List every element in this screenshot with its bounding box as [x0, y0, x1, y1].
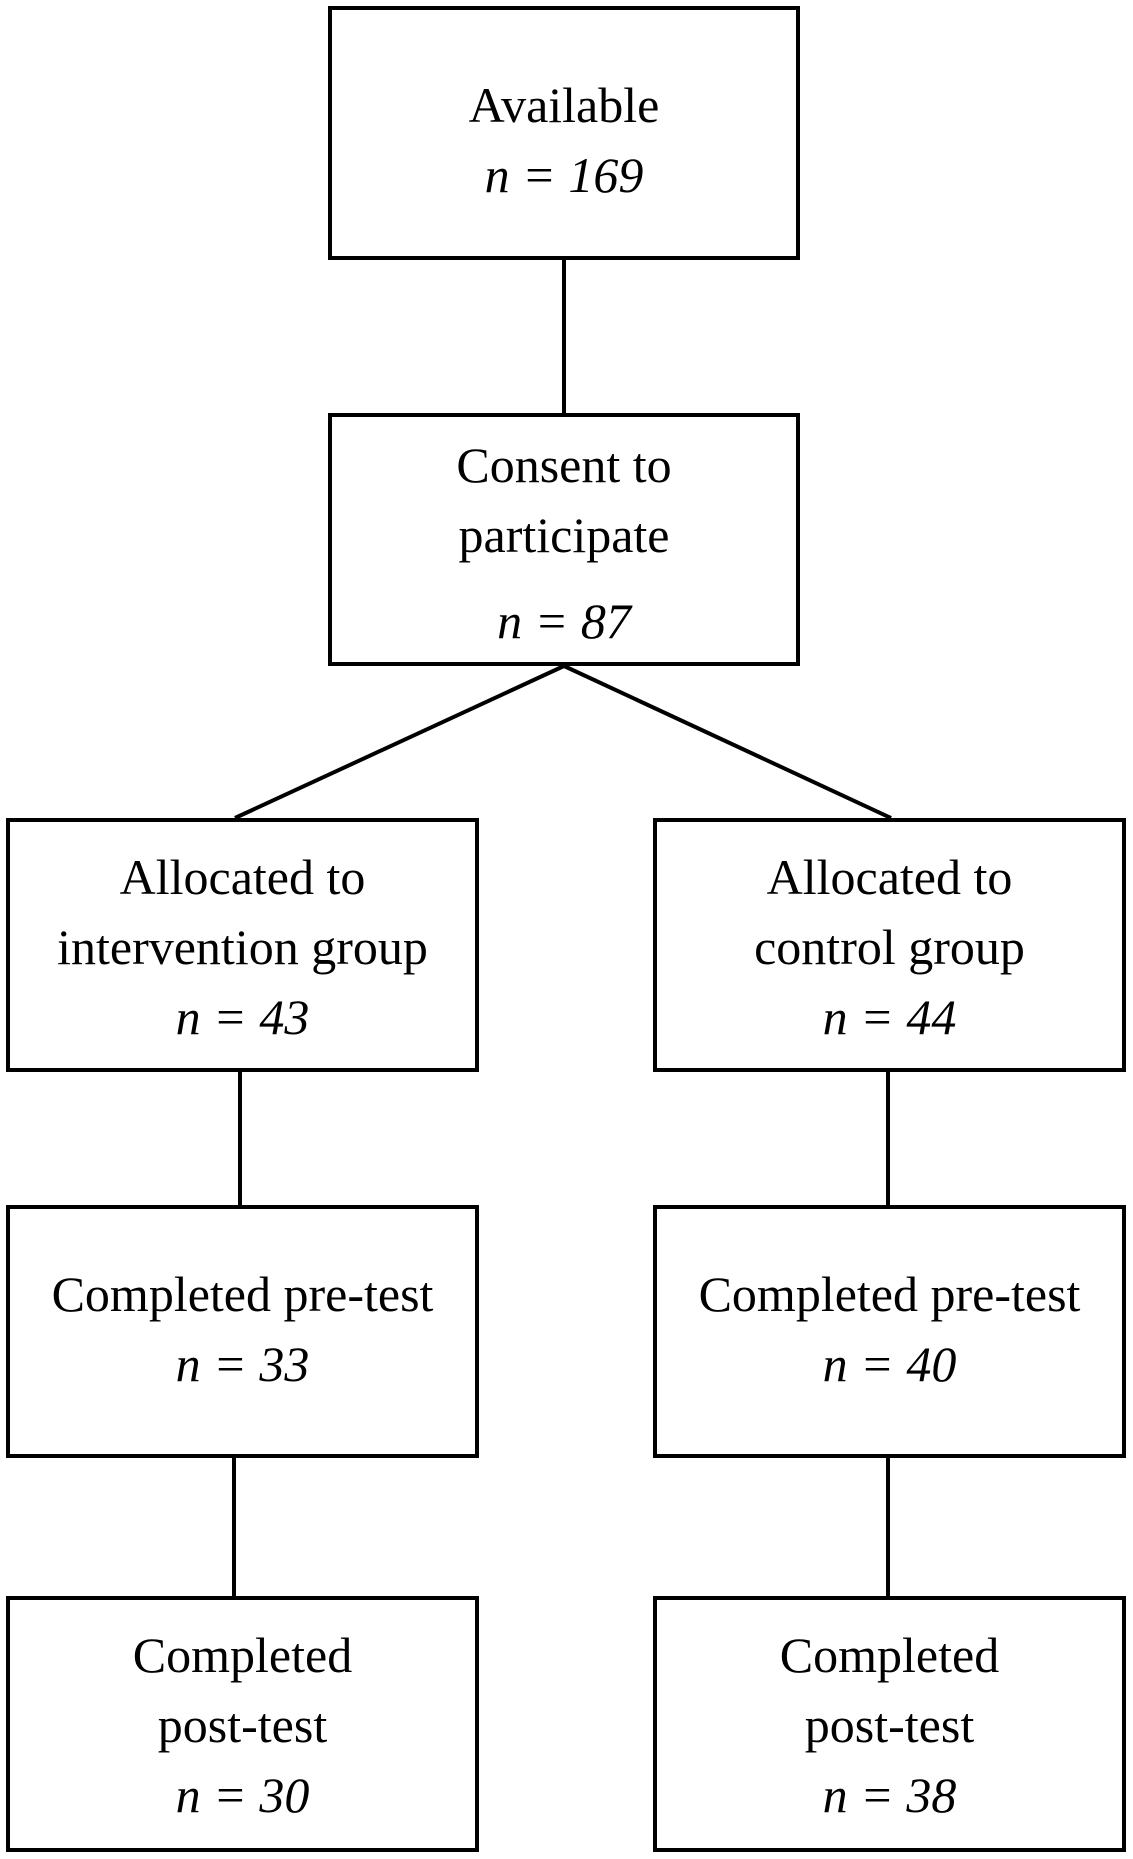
node-pretest-intervention-label: Completed pre-test	[51, 1266, 434, 1322]
node-allocated-control-label-line-1: Allocated to	[766, 849, 1013, 905]
node-allocated-control-label-line-2: control group	[754, 919, 1025, 975]
node-pretest-control-label: Completed pre-test	[698, 1266, 1081, 1322]
node-consent-label-line-2: participate	[458, 507, 670, 563]
node-allocated-control: Allocated to control group n = 44	[653, 818, 1126, 1072]
node-posttest-control-count: n = 38	[822, 1767, 957, 1823]
node-allocated-intervention-count: n = 43	[175, 989, 310, 1045]
node-pretest-control-count: n = 40	[822, 1336, 957, 1392]
node-allocated-intervention-label-line-2: intervention group	[57, 919, 428, 975]
node-available: Available n = 169	[328, 6, 800, 260]
node-allocated-intervention-label-line-1: Allocated to	[119, 849, 366, 905]
node-pretest-intervention: Completed pre-test n = 33	[6, 1205, 479, 1458]
node-posttest-intervention-count: n = 30	[175, 1767, 310, 1823]
node-consent-label-line-1: Consent to	[456, 437, 672, 493]
node-consent: Consent to participate n = 87	[328, 413, 800, 666]
node-consent-count: n = 87	[497, 593, 631, 649]
node-pretest-control: Completed pre-test n = 40	[653, 1205, 1126, 1458]
edge-consent-to-allocated-control	[563, 664, 892, 820]
node-available-count: n = 169	[484, 147, 644, 203]
node-posttest-intervention-label-line-2: post-test	[157, 1697, 328, 1753]
node-posttest-intervention-label-line-1: Completed	[132, 1627, 353, 1683]
edge-consent-to-allocated-intervention	[234, 664, 565, 820]
node-posttest-control-label-line-1: Completed	[779, 1627, 1000, 1683]
node-available-label: Available	[468, 77, 660, 133]
node-allocated-control-count: n = 44	[822, 989, 957, 1045]
node-posttest-control-label-line-2: post-test	[804, 1697, 975, 1753]
node-posttest-control: Completed post-test n = 38	[653, 1596, 1126, 1852]
node-posttest-intervention: Completed post-test n = 30	[6, 1596, 479, 1852]
node-pretest-intervention-count: n = 33	[175, 1336, 310, 1392]
node-allocated-intervention: Allocated to intervention group n = 43	[6, 818, 479, 1072]
